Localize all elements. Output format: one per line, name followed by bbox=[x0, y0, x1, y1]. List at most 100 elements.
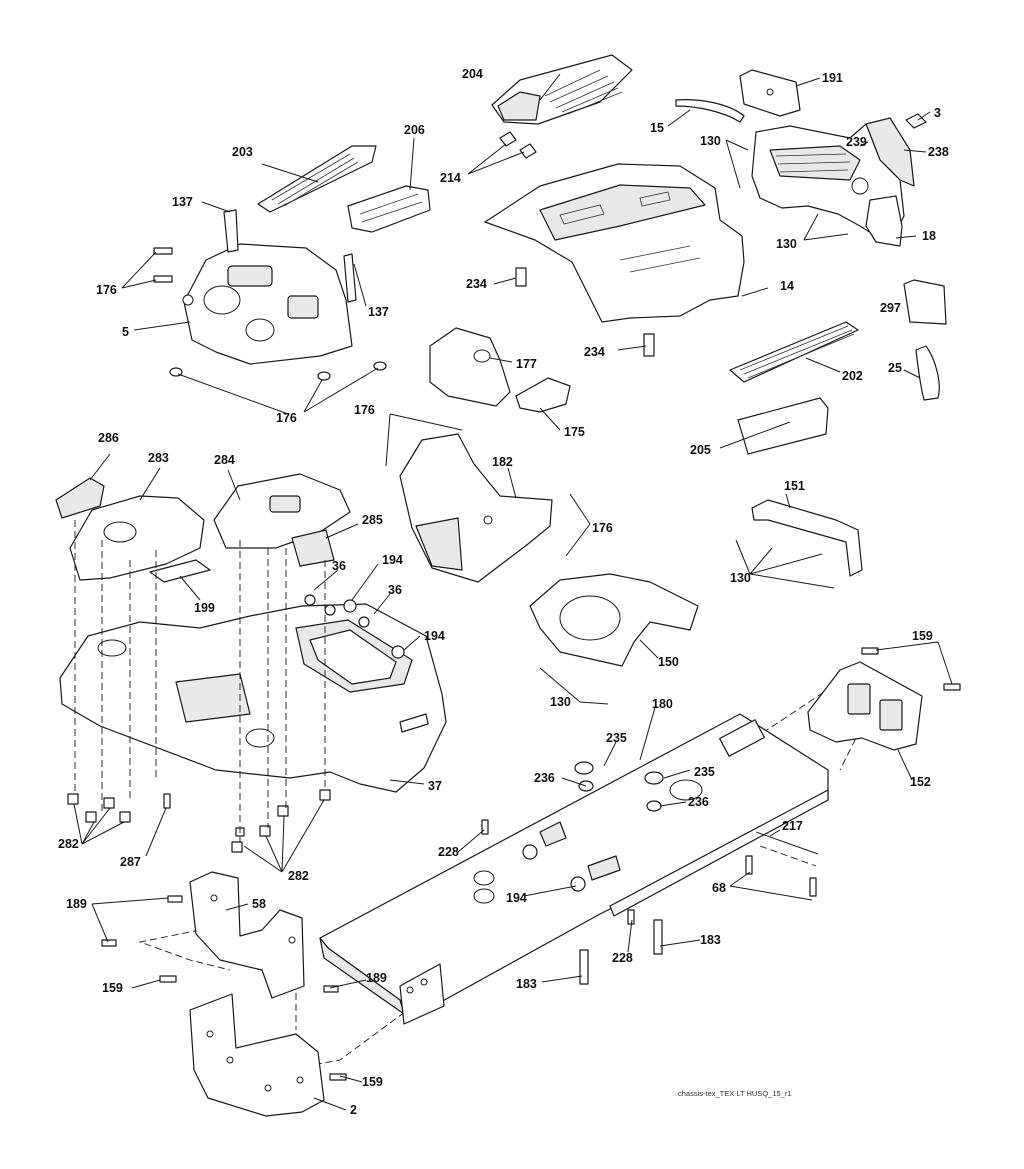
part-194-nuts-frame bbox=[522, 844, 586, 892]
part-150-deck-cover bbox=[529, 573, 699, 667]
part-180-frame bbox=[319, 713, 829, 1025]
label-234-b: 234 bbox=[584, 345, 605, 359]
label-177: 177 bbox=[516, 357, 537, 371]
part-287-screw bbox=[163, 793, 171, 809]
label-159-b: 159 bbox=[102, 981, 123, 995]
label-194-a: 194 bbox=[382, 553, 403, 567]
label-189-b: 189 bbox=[366, 971, 387, 985]
label-58: 58 bbox=[252, 897, 266, 911]
part-206-duct bbox=[347, 185, 431, 233]
label-176-a: 176 bbox=[96, 283, 117, 297]
label-205: 205 bbox=[690, 443, 711, 457]
label-238: 238 bbox=[928, 145, 949, 159]
label-5: 5 bbox=[122, 325, 129, 339]
label-68: 68 bbox=[712, 881, 726, 895]
part-25-cap bbox=[915, 345, 940, 401]
part-183-pins bbox=[579, 919, 663, 985]
label-202: 202 bbox=[842, 369, 863, 383]
label-285: 285 bbox=[362, 513, 383, 527]
label-159-c: 159 bbox=[362, 1075, 383, 1089]
label-235-b: 235 bbox=[694, 765, 715, 779]
part-58-bracket bbox=[189, 871, 305, 999]
part-286-cap bbox=[55, 477, 105, 519]
part-151-bracket bbox=[751, 499, 863, 577]
label-199: 199 bbox=[194, 601, 215, 615]
part-175-bracket bbox=[515, 377, 571, 413]
part-2-front-bracket bbox=[189, 993, 325, 1117]
part-283-shield bbox=[69, 495, 205, 581]
part-36-screws bbox=[304, 594, 370, 628]
label-180: 180 bbox=[652, 697, 673, 711]
label-283: 283 bbox=[148, 451, 169, 465]
part-194-nuts bbox=[343, 599, 405, 659]
label-3: 3 bbox=[934, 106, 941, 120]
label-151: 151 bbox=[784, 479, 805, 493]
label-286: 286 bbox=[98, 431, 119, 445]
part-68-bolts bbox=[745, 855, 817, 897]
label-206: 206 bbox=[404, 123, 425, 137]
part-204-hood-vent bbox=[491, 54, 633, 125]
label-2: 2 bbox=[350, 1103, 357, 1117]
label-183-a: 183 bbox=[700, 933, 721, 947]
part-37-fender bbox=[59, 603, 447, 793]
label-189-a: 189 bbox=[66, 897, 87, 911]
label-36-b: 36 bbox=[388, 583, 402, 597]
part-15-trim bbox=[675, 99, 745, 123]
label-297: 297 bbox=[880, 301, 901, 315]
label-37: 37 bbox=[428, 779, 442, 793]
part-205-duct bbox=[737, 397, 829, 455]
label-137-b: 137 bbox=[368, 305, 389, 319]
label-15: 15 bbox=[650, 121, 664, 135]
label-217: 217 bbox=[782, 819, 803, 833]
label-137-a: 137 bbox=[172, 195, 193, 209]
label-130-b: 130 bbox=[776, 237, 797, 251]
label-236-b: 236 bbox=[688, 795, 709, 809]
label-152: 152 bbox=[910, 775, 931, 789]
label-14: 14 bbox=[780, 279, 794, 293]
label-183-b: 183 bbox=[516, 977, 537, 991]
label-282-a: 282 bbox=[58, 837, 79, 851]
label-36-a: 36 bbox=[332, 559, 346, 573]
label-194-b: 194 bbox=[424, 629, 445, 643]
label-239: 239 bbox=[846, 135, 867, 149]
part-191-cover bbox=[739, 69, 801, 117]
part-176-bolts-dash bbox=[153, 247, 387, 381]
part-18-side-panel bbox=[865, 195, 903, 247]
diagram-caption: chassis-tex_TEX LT HUSQ_15_r1 bbox=[678, 1089, 792, 1098]
label-282-b: 282 bbox=[288, 869, 309, 883]
label-176-c: 176 bbox=[354, 403, 375, 417]
label-203: 203 bbox=[232, 145, 253, 159]
label-287: 287 bbox=[120, 855, 141, 869]
part-202-vent-strip bbox=[729, 321, 859, 383]
part-199-plate bbox=[149, 559, 211, 583]
label-204: 204 bbox=[462, 67, 483, 81]
label-130-a: 130 bbox=[700, 134, 721, 148]
label-175: 175 bbox=[564, 425, 585, 439]
label-228-a: 228 bbox=[438, 845, 459, 859]
part-285-pad bbox=[291, 529, 335, 567]
part-235-bushings bbox=[574, 761, 664, 785]
part-5-dash-panel bbox=[182, 209, 357, 365]
part-234-clips bbox=[515, 267, 655, 357]
label-130-d: 130 bbox=[550, 695, 571, 709]
label-234-a: 234 bbox=[466, 277, 487, 291]
part-number-labels: 204 191 15 3 130 239 238 203 206 2 14 137… bbox=[58, 67, 949, 1117]
part-14-hood bbox=[484, 163, 745, 323]
label-18: 18 bbox=[922, 229, 936, 243]
label-235-a: 235 bbox=[606, 731, 627, 745]
label-284: 284 bbox=[214, 453, 235, 467]
label-236-a: 236 bbox=[534, 771, 555, 785]
label-228-b: 228 bbox=[612, 951, 633, 965]
part-214-clips bbox=[499, 131, 537, 159]
part-152-bracket bbox=[807, 661, 923, 751]
label-130-c: 130 bbox=[730, 571, 751, 585]
part-297-cover bbox=[903, 279, 947, 325]
label-182: 182 bbox=[492, 455, 513, 469]
label-176-d: 176 bbox=[592, 521, 613, 535]
label-176-b: 176 bbox=[276, 411, 297, 425]
label-159-a: 159 bbox=[912, 629, 933, 643]
leader-lines bbox=[73, 73, 953, 1111]
label-191: 191 bbox=[822, 71, 843, 85]
part-217-rod bbox=[755, 831, 819, 855]
